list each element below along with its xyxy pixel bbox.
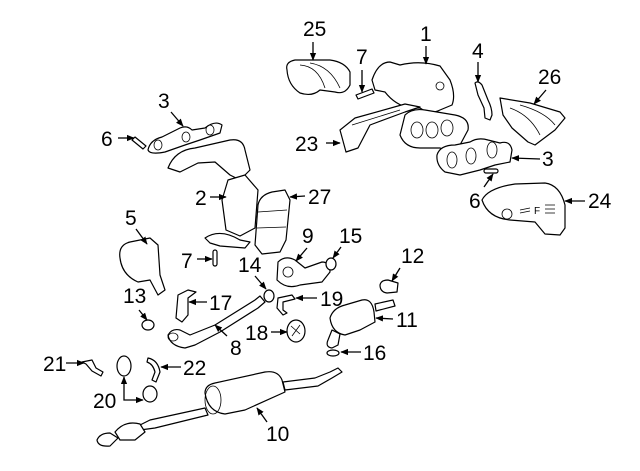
callout-8: 8 <box>230 337 242 360</box>
leader-5 <box>135 228 148 245</box>
leader-15 <box>332 246 342 259</box>
callout-19: 19 <box>320 288 343 311</box>
callout-26: 26 <box>538 66 561 89</box>
part-manifold-gasket-front[interactable] <box>436 138 513 176</box>
callout-17: 17 <box>209 292 232 315</box>
part-tail-pipe-extension[interactable] <box>379 279 399 294</box>
callout-18: 18 <box>245 322 268 345</box>
callout-22: 22 <box>183 357 206 380</box>
part-gasket[interactable] <box>326 349 340 357</box>
callout-1: 1 <box>420 23 432 46</box>
part-heat-shield-converter[interactable] <box>254 189 291 255</box>
leader-6-front <box>483 173 494 188</box>
callout-3-rear: 3 <box>158 90 170 113</box>
callout-16: 16 <box>363 342 386 365</box>
part-heat-shield-side[interactable] <box>339 103 421 153</box>
callout-21: 21 <box>43 353 66 376</box>
part-heat-shield-lower[interactable] <box>119 237 166 296</box>
callout-6-rear: 6 <box>101 128 113 151</box>
leader-20 <box>123 390 144 404</box>
part-front-catalytic-converter[interactable] <box>371 61 469 151</box>
part-muffler-tailpipe[interactable] <box>96 367 343 447</box>
callout-9: 9 <box>302 225 314 248</box>
leader-13 <box>138 309 148 321</box>
part-hanger-bracket[interactable] <box>276 294 296 316</box>
callout-5: 5 <box>125 207 137 230</box>
callout-2: 2 <box>195 187 207 210</box>
part-heat-shield-front[interactable]: F <box>481 182 566 236</box>
part-converter-joint[interactable] <box>276 257 331 288</box>
leader-3-rear <box>170 111 184 127</box>
callout-11: 11 <box>396 309 418 332</box>
callout-24: 24 <box>588 190 612 213</box>
shield-marking: F <box>534 206 540 217</box>
callout-7-upper: 7 <box>356 46 368 69</box>
leader-26 <box>533 89 547 105</box>
part-manifold-gasket-rear[interactable] <box>147 122 223 154</box>
part-hanger-rod[interactable] <box>81 359 104 377</box>
part-stud-rear[interactable] <box>131 136 147 150</box>
callout-3-front: 3 <box>542 148 554 171</box>
part-resonator[interactable] <box>326 299 396 349</box>
part-hanger-insulator[interactable] <box>286 319 306 343</box>
callout-12: 12 <box>401 245 424 268</box>
leader-10 <box>256 407 268 423</box>
callout-7-lower: 7 <box>181 250 193 273</box>
part-stud-front[interactable] <box>483 168 499 174</box>
callout-15: 15 <box>339 225 362 248</box>
callout-labels: 25 7 1 4 26 23 3 6 24 3 6 2 27 5 7 9 15 … <box>43 18 612 446</box>
callout-13: 13 <box>123 285 146 308</box>
leader-9 <box>295 247 308 262</box>
leader-14 <box>254 275 267 290</box>
leader-lines <box>66 42 585 423</box>
callout-10: 10 <box>266 423 289 446</box>
callout-20: 20 <box>93 390 116 413</box>
part-heat-shield-right[interactable] <box>499 97 566 146</box>
callout-14: 14 <box>238 254 262 277</box>
part-heat-shield-upper[interactable] <box>286 59 351 96</box>
part-gasket-nut[interactable] <box>141 319 155 331</box>
leader-3-front <box>511 155 541 162</box>
part-hanger-clip[interactable] <box>146 357 161 383</box>
callout-25: 25 <box>303 18 326 41</box>
part-gasket-ring-2[interactable] <box>325 257 337 271</box>
leader-27 <box>289 193 306 200</box>
callout-6-front: 6 <box>469 190 481 213</box>
leader-8 <box>214 324 228 337</box>
callout-27: 27 <box>308 186 331 209</box>
part-hanger-insulators[interactable] <box>116 355 158 403</box>
leader-11 <box>375 315 394 322</box>
callout-23: 23 <box>295 133 318 156</box>
leader-12 <box>391 267 401 282</box>
part-rear-catalytic-converter[interactable] <box>167 139 259 249</box>
part-front-pipe[interactable] <box>167 295 266 349</box>
part-bracket[interactable] <box>474 81 493 121</box>
part-gasket-ring[interactable] <box>263 289 275 303</box>
part-stud-lower[interactable] <box>212 249 218 267</box>
part-stud-upper[interactable] <box>355 88 375 100</box>
part-bracket-support[interactable] <box>175 289 197 323</box>
callout-4: 4 <box>472 40 484 63</box>
